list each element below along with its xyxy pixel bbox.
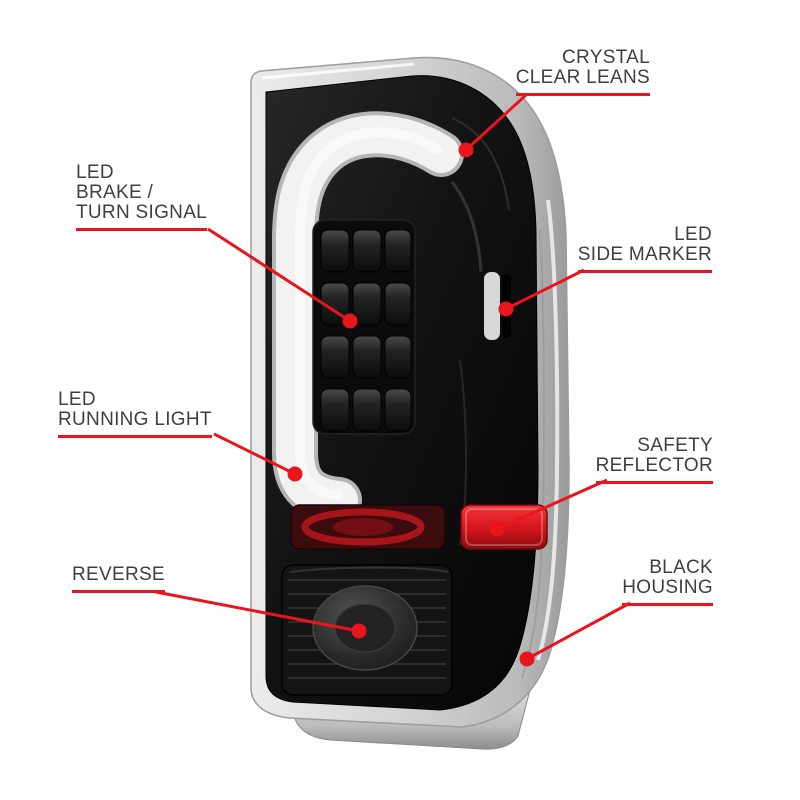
callout-label-line: REVERSE: [72, 564, 165, 585]
callout-black-housing: BLACK HOUSING: [622, 558, 713, 606]
callout-line: [155, 590, 360, 633]
callout-led-brake-turn-signal: LED BRAKE / TURN SIGNAL: [76, 162, 208, 231]
callout-label-line: LED: [674, 224, 712, 245]
callout-reverse: REVERSE: [72, 565, 165, 593]
callout-label-line: BRAKE /: [76, 182, 154, 203]
callout-label-line: CLEAR LEANS: [515, 67, 650, 88]
callout-led-side-marker: LED SIDE MARKER: [577, 224, 712, 273]
callout-dot: [287, 466, 303, 482]
callout-label-line: REFLECTOR: [595, 455, 713, 476]
callout-line: [505, 268, 585, 311]
callout-label-line: HOUSING: [622, 577, 713, 598]
callout-label-line: TURN SIGNAL: [76, 202, 208, 223]
callout-dot: [519, 651, 535, 667]
callout-dot: [458, 142, 474, 158]
rear-reflector: [290, 504, 446, 550]
callout-safety-reflector: SAFETY REFLECTOR: [595, 435, 713, 484]
chrome-side-highlight: [536, 199, 560, 661]
led-light-bar: [272, 111, 464, 523]
callout-line: [213, 432, 296, 476]
callout-line: [207, 227, 351, 323]
callout-line: [526, 601, 631, 661]
callout-label-line: SIDE MARKER: [577, 244, 712, 265]
callout-dot: [498, 301, 514, 317]
callout-label-line: CRYSTAL: [562, 47, 650, 68]
callout-line: [496, 478, 608, 531]
callout-led-running-light: LED RUNNING LIGHT: [58, 390, 212, 438]
callout-label-line: LED: [58, 389, 96, 410]
callout-label-line: RUNNING LIGHT: [58, 409, 212, 430]
callout-dot: [351, 623, 367, 639]
reverse-light: [281, 564, 453, 696]
callout-label-line: BLACK: [649, 557, 713, 578]
callout-line: [464, 93, 528, 152]
callout-dot: [489, 521, 505, 537]
callout-label-line: LED: [76, 162, 114, 183]
callout-crystal-clear-lens: CRYSTAL CLEAR LEANS: [515, 47, 650, 96]
side-marker: [484, 272, 511, 340]
callout-lines: [155, 93, 631, 667]
callout-label-line: SAFETY: [637, 435, 713, 456]
brake-turn-led-array: [312, 219, 416, 435]
chrome-top-highlight: [261, 62, 415, 80]
callout-dot: [342, 313, 358, 329]
